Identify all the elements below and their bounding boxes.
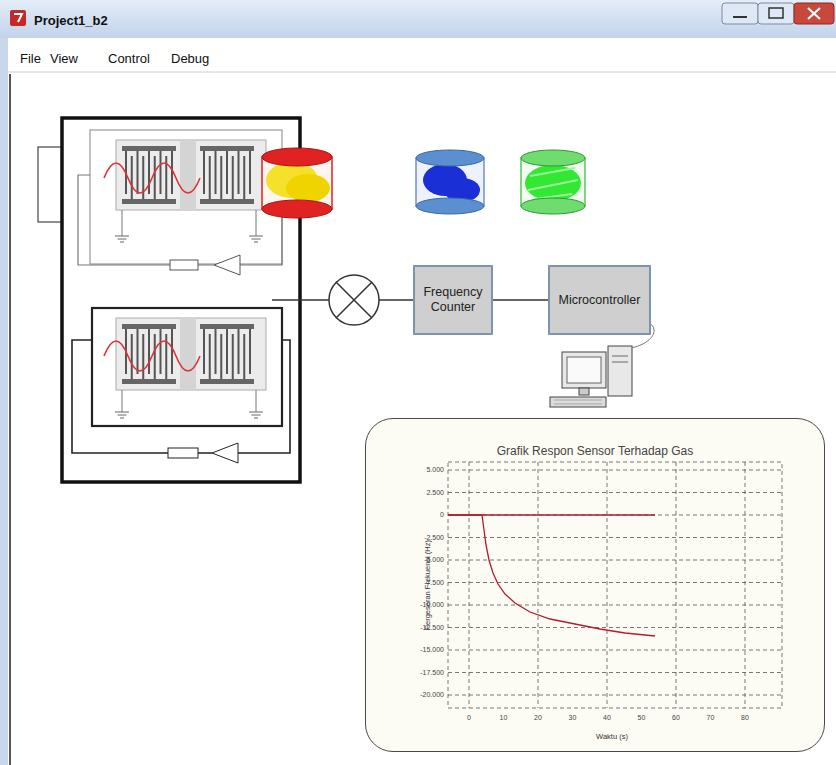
chart-panel: Grafik Respon Sensor Terhadap Gas (365, 418, 825, 752)
x-tick-label: 20 (534, 714, 542, 722)
y-tick-label: -15.000 (420, 646, 444, 654)
side-port (38, 147, 62, 222)
saw-oscillator-lower (72, 308, 290, 463)
menu-item: Control (108, 52, 150, 66)
connector-line (493, 299, 548, 300)
x-tick-label: 60 (672, 714, 680, 722)
process-box: Frequency Counter (413, 265, 493, 335)
response-curve (448, 515, 655, 636)
box-label: Microcontroller (559, 293, 641, 308)
gas-chamber-red (262, 148, 332, 218)
menu-bar (0, 38, 836, 72)
title-bar (0, 0, 836, 38)
y-axis-title: Pergeseran Frekuensi (Hz) (424, 540, 432, 630)
window-title: Project1_b2 (34, 14, 108, 28)
x-axis-title: Waktu (s) (596, 733, 628, 741)
chart-title: Grafik Respon Sensor Terhadap Gas (497, 444, 694, 458)
x-tick-label: 0 (467, 714, 471, 722)
x-tick-label: 50 (638, 714, 646, 722)
menu-divider (0, 72, 836, 73)
x-tick-label: 30 (569, 714, 577, 722)
x-tick-label: 70 (707, 714, 715, 722)
x-tick-label: 80 (741, 714, 749, 722)
x-tick-label: 10 (500, 714, 508, 722)
box-label: Frequency Counter (420, 285, 486, 315)
menu-item: File (20, 52, 41, 66)
app-icon (10, 10, 26, 26)
menu-item: View (50, 52, 78, 66)
chart-grid (448, 462, 782, 708)
x-tick-label: 40 (603, 714, 611, 722)
window-controls (722, 3, 834, 24)
menu-item: Debug (171, 52, 209, 66)
window-frame (0, 38, 8, 765)
y-tick-label: -20.000 (420, 691, 444, 699)
y-tick-label: 0 (440, 511, 444, 519)
y-tick-label: -17.500 (420, 669, 444, 677)
saw-oscillator-upper (78, 130, 282, 275)
gas-chamber-green (521, 150, 585, 214)
chart-panel-fill (365, 418, 825, 752)
y-tick-label: 5.000 (426, 466, 444, 474)
y-tick-label: 2.500 (426, 489, 444, 497)
client-border (9, 74, 11, 765)
gas-chamber-blue (416, 150, 484, 214)
process-box: Microcontroller (548, 265, 651, 335)
mixer (272, 275, 413, 325)
